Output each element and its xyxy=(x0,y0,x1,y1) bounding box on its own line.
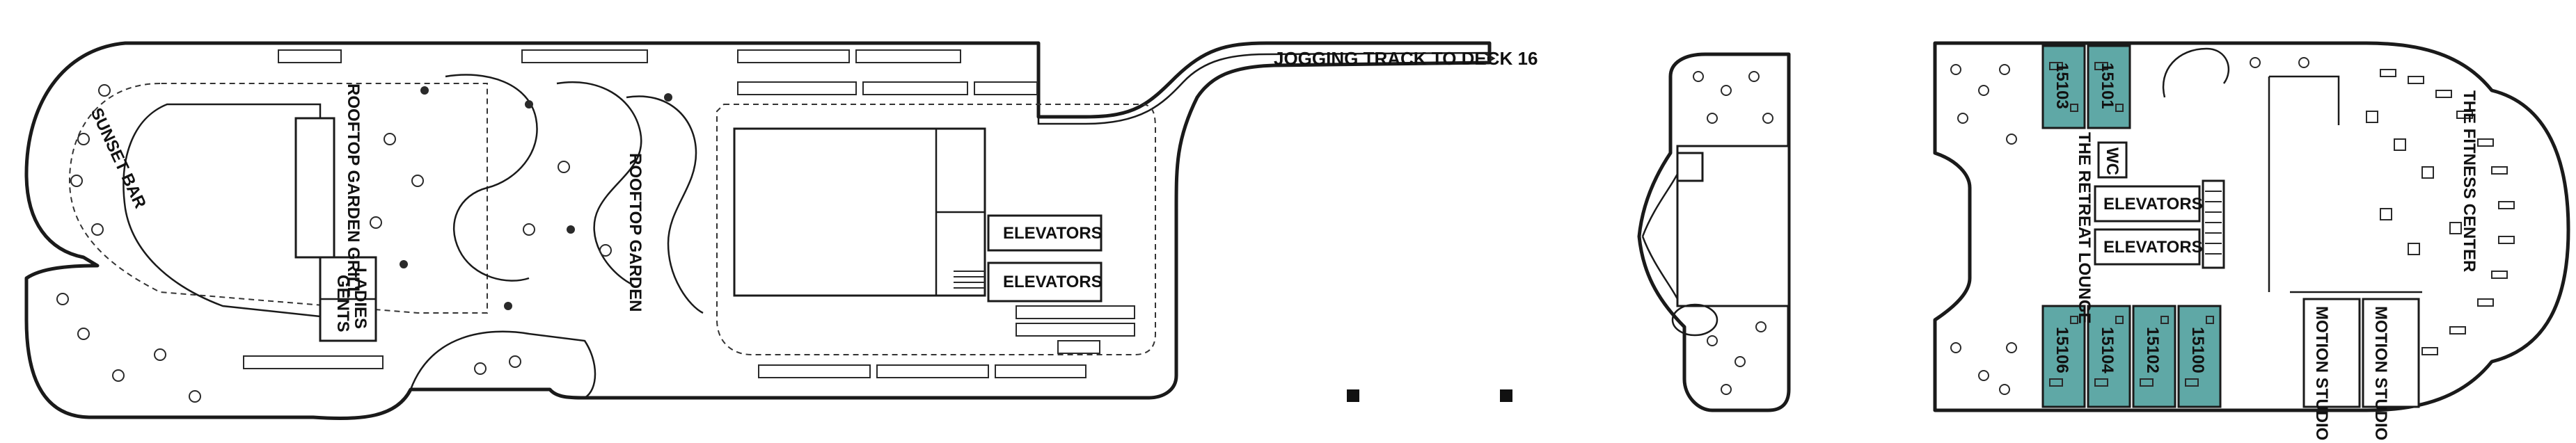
fitness-center-label: THE FITNESS CENTER xyxy=(2460,90,2479,272)
elevators-lower-fwd-box xyxy=(2094,228,2201,266)
jogging-track-arrow-icon xyxy=(1483,51,1496,65)
cabin-15100[interactable] xyxy=(2177,305,2222,408)
sunset-bar-bowl xyxy=(123,103,322,318)
motion-studio-b-room xyxy=(2362,298,2420,408)
cabin-label-15104: 15104 xyxy=(2098,327,2117,373)
rooftop-garden-planter-3 xyxy=(626,95,704,314)
marker-square-right xyxy=(1500,389,1512,402)
motion-studio-b-label: MOTION STUDIO B xyxy=(2371,306,2390,443)
cabin-15101[interactable] xyxy=(2087,45,2131,129)
mid-deck-track xyxy=(716,104,1156,355)
rooftop-garden-planter-1 xyxy=(445,74,538,282)
jogging-track-path xyxy=(1037,51,1490,125)
lounger-rows-top xyxy=(278,49,1038,95)
spiral-staircase xyxy=(2162,47,2230,98)
elevators-upper-mid-box xyxy=(987,214,1103,252)
elevators-upper-mid-label: ELEVATORS xyxy=(1003,224,1103,243)
cabin-label-15102: 15102 xyxy=(2143,327,2162,373)
rooftop-garden-label: ROOFTOP GARDEN xyxy=(626,153,645,312)
aft-deck-track xyxy=(68,83,488,314)
elevators-upper-fwd-box xyxy=(2094,185,2201,223)
motion-studio-a-label: MOTION STUDIO A xyxy=(2312,306,2331,443)
rooftop-garden-grill-label: ROOFTOP GARDEN GRILL xyxy=(344,83,363,297)
motion-studio-a-room xyxy=(2302,298,2361,408)
cabin-label-15103: 15103 xyxy=(2053,63,2071,109)
elevators-lower-mid-label: ELEVATORS xyxy=(1003,273,1103,291)
midship-section xyxy=(1637,52,1791,412)
cabin-label-15101: 15101 xyxy=(2098,63,2117,109)
fitness-equipment xyxy=(2366,69,2515,355)
mid-stairs xyxy=(954,271,985,289)
retreat-lounge-tables xyxy=(1950,57,2309,395)
wc-box xyxy=(2097,141,2128,179)
elevators-lower-fwd-label: ELEVATORS xyxy=(2103,238,2203,257)
wc-label: WC xyxy=(2103,147,2121,175)
aft-lower-deck-curve xyxy=(409,330,596,399)
gents-label: GENTS xyxy=(333,275,352,332)
elevators-upper-fwd-label: ELEVATORS xyxy=(2103,195,2203,214)
cabin-label-15106: 15106 xyxy=(2053,327,2071,373)
rooftop-garden-grill-block xyxy=(294,117,335,259)
ladies-label: LADIES xyxy=(351,268,370,329)
fwd-stairs xyxy=(2205,191,2222,255)
retreat-lounge-label: THE RETREAT LOUNGE xyxy=(2075,132,2094,324)
aft-section xyxy=(24,41,1492,421)
lounger-rows-bottom xyxy=(243,305,1135,378)
forward-section xyxy=(1933,41,2570,412)
aft-palm-trees xyxy=(400,86,672,310)
cabin-15103[interactable] xyxy=(2041,45,2086,129)
midship-tables xyxy=(1693,71,1773,395)
cabin-label-15100: 15100 xyxy=(2188,327,2207,373)
aft-tables xyxy=(56,84,612,403)
jogging-track-label: JOGGING TRACK TO DECK 16 xyxy=(1274,48,1538,69)
cabin-bath-icons xyxy=(2049,62,2214,387)
marker-square-left xyxy=(1347,389,1359,402)
fitness-partition xyxy=(2268,75,2422,293)
